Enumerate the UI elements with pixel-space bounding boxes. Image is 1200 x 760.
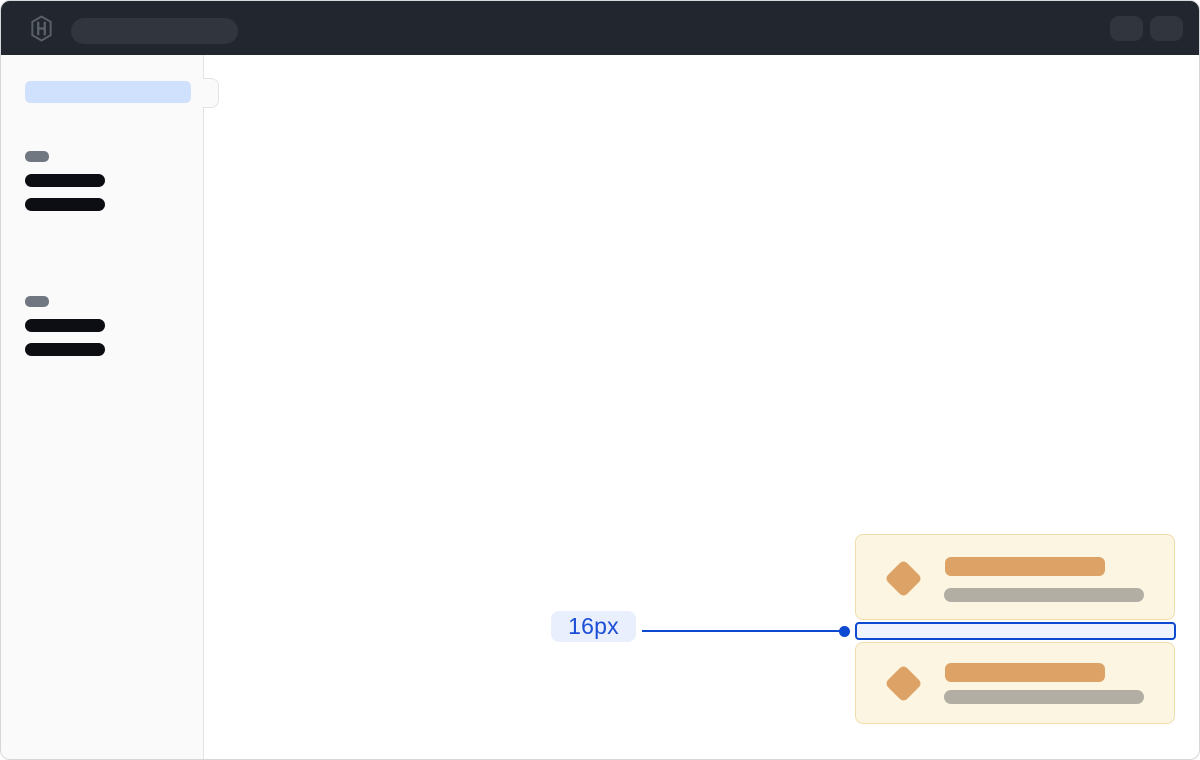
spacing-value-badge: 16px [551,611,636,642]
sidebar [1,55,204,759]
card-item-2[interactable] [855,642,1175,724]
sidebar-group2-item2-skeleton[interactable] [25,343,105,356]
diamond-icon [884,664,923,703]
top-navbar [1,1,1199,55]
spacing-highlight-rect [855,622,1176,640]
annotation-connector-dot [839,626,850,637]
card-title-skeleton [945,663,1105,682]
sidebar-group2-item1-skeleton[interactable] [25,319,105,332]
card-subtitle-skeleton [944,588,1144,602]
card-subtitle-skeleton [944,690,1144,704]
navbar-action-skeleton-2[interactable] [1150,16,1183,41]
sidebar-group1-label-skeleton [25,151,49,162]
card-title-skeleton [945,557,1105,576]
sidebar-group1-item1-skeleton[interactable] [25,174,105,187]
annotation-connector-line [642,630,840,632]
sidebar-group1-item2-skeleton[interactable] [25,198,105,211]
diamond-icon [884,559,923,598]
sidebar-group2-label-skeleton [25,296,49,307]
card-item-1[interactable] [855,534,1175,620]
sidebar-toggle-handle[interactable] [203,78,219,108]
navbar-search-skeleton[interactable] [71,18,238,44]
navbar-action-skeleton-1[interactable] [1110,16,1143,41]
hashicorp-logo-icon[interactable] [29,15,54,42]
sidebar-active-item-skeleton[interactable] [25,81,191,103]
